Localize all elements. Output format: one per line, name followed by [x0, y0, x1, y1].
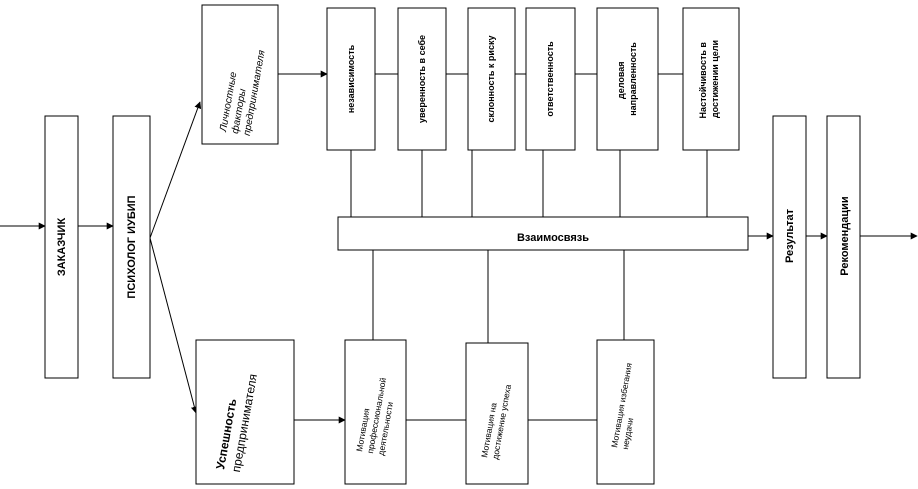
node-personal-factors: Личностные факторы предпринимателя: [201, 4, 279, 145]
node-psychologist: ПСИХОЛОГ ИУБИП: [112, 115, 151, 379]
customer-label: ЗАКАЗЧИК: [56, 218, 68, 277]
node-responsibility: ответственность: [525, 7, 576, 151]
node-self-confidence: уверенность в себе: [397, 7, 447, 151]
independence-label: независимость: [346, 44, 356, 113]
node-interrelation: Взаимосвязь: [337, 216, 749, 251]
arrow-psychologist-to-success: [149, 237, 198, 414]
node-motivation-success: Мотивация на достижение успеха: [465, 342, 529, 485]
business-orientation-line-1: деловая: [616, 62, 626, 100]
node-business-orientation: деловая направленность: [596, 7, 659, 151]
node-result: Результат: [772, 115, 807, 379]
svg-text:Настойчивость в достижен: Настойчивость в достижении цели: [698, 40, 720, 119]
node-persistence: Настойчивость в достижении цели: [682, 7, 740, 151]
node-motivation-professional: Мотивация профессиональной деятельности: [344, 339, 407, 485]
result-label: Результат: [784, 208, 796, 263]
node-recommendations: Рекомендации: [826, 115, 861, 379]
node-motivation-failure: Мотивация избегания неудачи: [596, 339, 655, 485]
node-independence: независимость: [326, 7, 376, 151]
svg-text:деловая направленность: деловая направленность: [616, 42, 638, 116]
node-risk-propensity: склонность к риску: [467, 7, 516, 151]
business-orientation-line-2: направленность: [628, 42, 638, 116]
self-confidence-label: уверенность в себе: [417, 35, 427, 123]
node-customer: ЗАКАЗЧИК: [44, 115, 79, 379]
recommendations-label: Рекомендации: [839, 196, 851, 275]
responsibility-label: ответственность: [545, 41, 555, 117]
persistence-line-2: достижении цели: [710, 40, 720, 118]
arrow-psychologist-to-personal-factors: [149, 101, 202, 239]
persistence-line-1: Настойчивость в: [698, 42, 708, 119]
risk-propensity-label: склонность к риску: [486, 36, 496, 123]
psychologist-label: ПСИХОЛОГ ИУБИП: [126, 195, 138, 298]
node-entrepreneur-success: Успешность предпринимателя: [195, 339, 295, 485]
interrelation-label: Взаимосвязь: [517, 232, 589, 244]
